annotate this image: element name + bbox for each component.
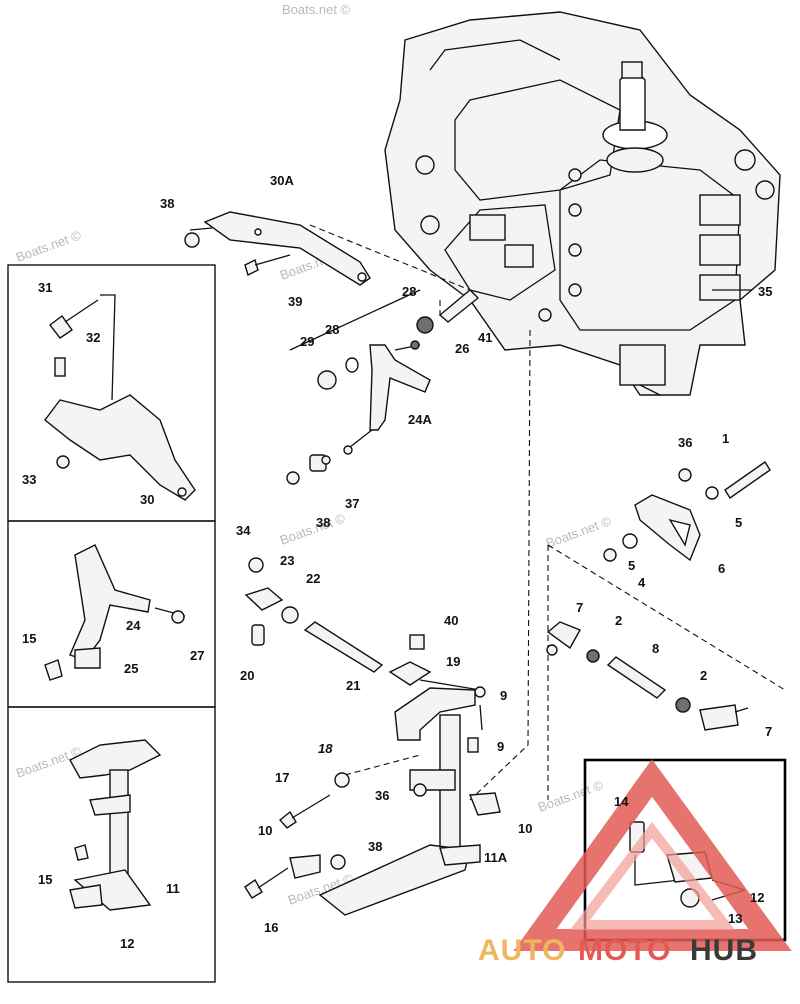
callout-30: 30: [140, 492, 154, 507]
callout-24A: 24A: [408, 412, 432, 427]
logo-word-hub: HUB: [690, 934, 758, 967]
callout-1: 1: [722, 431, 729, 446]
callout-7-bottom: 7: [765, 724, 772, 739]
watermark-right-1: Boats.net ©: [544, 513, 614, 551]
callout-36-mid: 36: [375, 788, 389, 803]
callout-17: 17: [275, 770, 289, 785]
automotohub-logo: AUTO MOTO HUB: [478, 759, 792, 967]
callout-38: 38: [160, 196, 174, 211]
callout-33: 33: [22, 472, 36, 487]
callout-27: 27: [190, 648, 204, 663]
watermark-right-2: Boats.net ©: [536, 777, 606, 815]
callout-40: 40: [444, 613, 458, 628]
callout-19: 19: [446, 654, 460, 669]
logo-word-moto: MOTO: [578, 934, 671, 967]
callout-16: 16: [264, 920, 278, 935]
callout-9-bottom: 9: [497, 739, 504, 754]
engine-block: [384, 11, 781, 396]
callout-11A: 11A: [484, 850, 508, 865]
callout-23: 23: [280, 553, 294, 568]
callout-12-inset: 12: [120, 936, 134, 951]
callout-35: 35: [758, 284, 772, 299]
callout-26: 26: [455, 341, 469, 356]
callout-39: 39: [288, 294, 302, 309]
callout-36-top: 36: [678, 435, 692, 450]
watermark-left-1: Boats.net ©: [14, 227, 84, 265]
callout-21: 21: [346, 678, 360, 693]
callout-5-upper: 5: [735, 515, 742, 530]
callout-37: 37: [345, 496, 359, 511]
callout-15-inset: 15: [22, 631, 36, 646]
callout-2-top: 2: [615, 613, 622, 628]
callout-7-top: 7: [576, 600, 583, 615]
callout-25: 25: [124, 661, 138, 676]
callout-29: 29: [300, 334, 314, 349]
watermark-mid-2: Boats.net ©: [278, 510, 348, 548]
callout-24: 24: [126, 618, 141, 633]
callout-15-lower: 15: [38, 872, 52, 887]
callout-2-bottom: 2: [700, 668, 707, 683]
callout-41: 41: [478, 330, 492, 345]
callout-31: 31: [38, 280, 52, 295]
callout-18: 18: [318, 741, 333, 756]
inset-boxes: [7, 264, 787, 983]
callout-22: 22: [306, 571, 320, 586]
callout-38-bottom: 38: [368, 839, 382, 854]
logo-word-auto: AUTO: [478, 934, 566, 967]
callout-14: 14: [614, 794, 629, 809]
callout-4: 4: [638, 575, 646, 590]
callout-38-mid: 38: [316, 515, 330, 530]
callout-8: 8: [652, 641, 659, 656]
logo-inner-triangle-icon: [569, 821, 736, 930]
callout-30A: 30A: [270, 173, 294, 188]
callout-28-top: 28: [402, 284, 416, 299]
callout-13: 13: [728, 911, 742, 926]
callout-28-mid: 28: [325, 322, 339, 337]
logo-triangle-icon: [513, 759, 792, 951]
callout-9-top: 9: [500, 688, 507, 703]
callout-32: 32: [86, 330, 100, 345]
callout-12-detail: 12: [750, 890, 764, 905]
callouts: 30A 38 39 31 32 33 30 28 41 35 29 28 26 …: [22, 173, 772, 951]
callout-10-left: 10: [258, 823, 272, 838]
callout-5-lower: 5: [628, 558, 635, 573]
callout-10-right: 10: [518, 821, 532, 836]
callout-20: 20: [240, 668, 254, 683]
callout-6: 6: [718, 561, 725, 576]
callout-11: 11: [166, 881, 180, 896]
inset-box-shaft: [7, 706, 216, 983]
watermark-top: Boats.net ©: [282, 2, 351, 17]
leader-lines: [100, 224, 786, 901]
callout-34: 34: [236, 523, 251, 538]
